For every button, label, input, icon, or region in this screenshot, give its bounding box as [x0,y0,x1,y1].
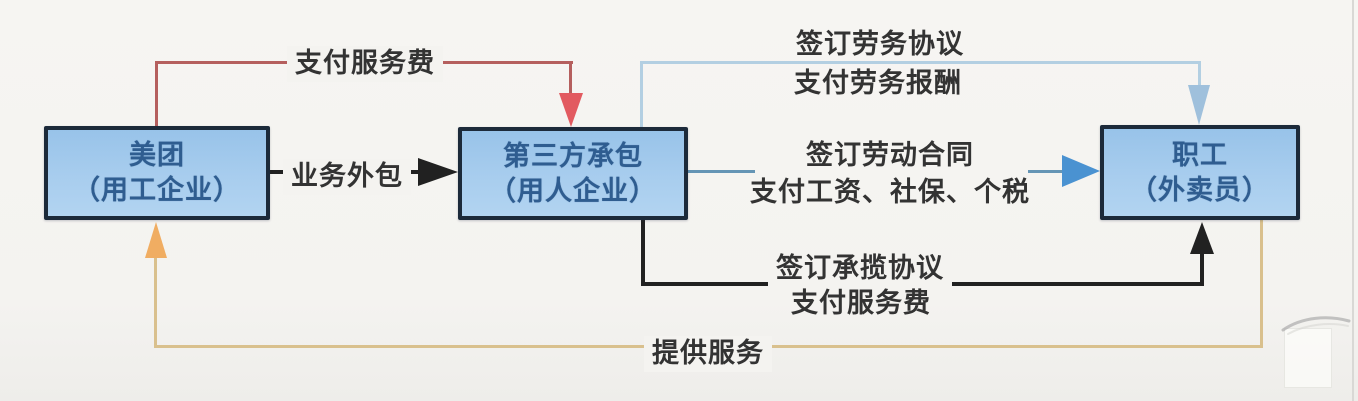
photo-smudge-icon [1281,316,1351,335]
edge-label-contracting-agreement-2: 支付服务费 [791,288,931,319]
edge-label-labor-contract-1: 签订劳动合同 [806,140,974,171]
edge-labor-contract-line [1028,170,1064,173]
node-meituan: 美团 （用工企业） [44,126,270,220]
blue-arrowhead-right-icon [1062,155,1100,187]
node-meituan-title: 美团 [129,140,185,171]
node-worker-title: 职工 [1172,139,1228,171]
edge-label-labor-service-agreement-1: 签订劳务协议 [796,29,964,60]
photo-artifact [1284,328,1332,388]
red-arrowhead-down-icon [559,93,583,127]
node-worker: 职工 （外卖员） [1100,125,1300,220]
edge-label-provide-service: 提供服务 [644,336,772,372]
edge-contracting-agreement-line [641,220,645,286]
node-third-party-contractor-title: 第三方承包 [503,140,643,172]
edge-labor-contract-line [688,170,755,173]
edge-label-business-outsourcing: 业务外包 [283,159,411,195]
edge-label-pay-service-fee-top: 支付服务费 [287,46,443,82]
edge-pay-service-fee-top-line [155,61,158,127]
edge-label-labor-service-agreement-2: 支付劳务报酬 [794,68,962,99]
photo-edge-line [1352,0,1354,401]
edge-label-contracting-agreement-1: 签订承揽协议 [768,251,952,287]
light-blue-arrowhead-down-icon [1188,85,1210,125]
edge-pay-service-fee-top-line [569,61,572,95]
edge-labor-service-agreement-line [640,61,1200,64]
edge-labor-service-agreement-line [1198,61,1201,88]
black-arrowhead-right-icon [418,158,458,186]
orange-arrowhead-up-icon [145,222,167,258]
node-third-party-contractor-subtitle: （用人企业） [489,175,657,207]
node-meituan-subtitle: （用工企业） [73,175,241,206]
edge-provide-service-line [154,256,157,348]
edge-provide-service-line [1260,220,1263,348]
node-third-party-contractor: 第三方承包 （用人企业） [458,127,688,220]
edge-contracting-agreement-line [1200,250,1204,284]
node-worker-subtitle: （外卖员） [1130,174,1270,206]
black-arrowhead-up-icon [1190,222,1214,254]
edge-labor-service-agreement-line [640,61,643,127]
edge-label-labor-contract-2: 支付工资、社保、个税 [750,177,1030,208]
